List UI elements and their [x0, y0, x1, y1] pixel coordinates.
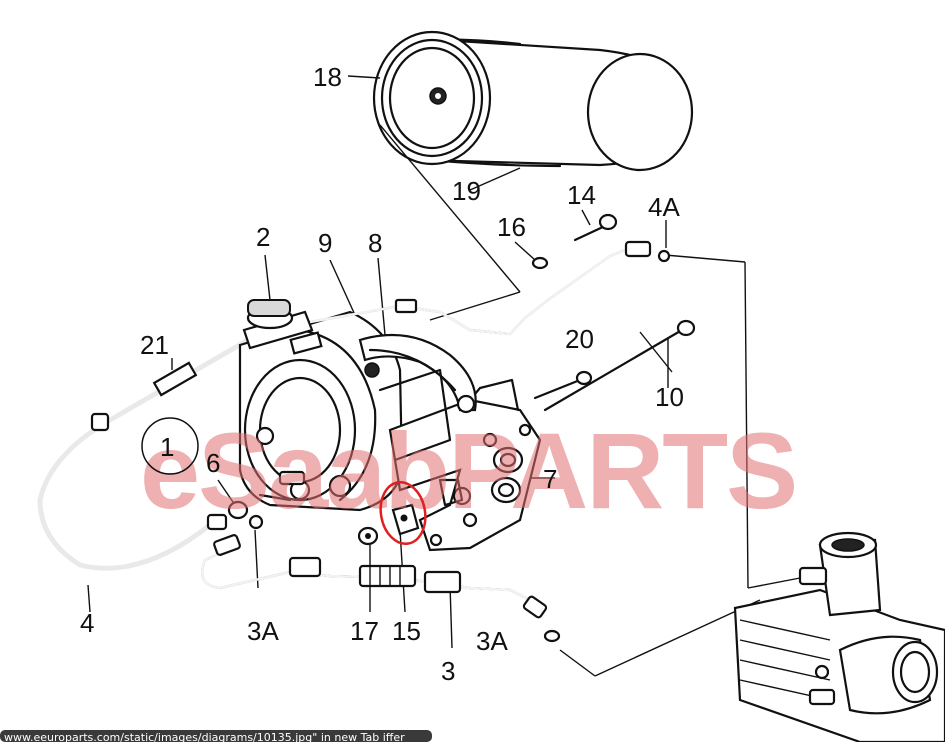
- highlight-ring-part-15: [379, 480, 427, 546]
- washer-15-nut-17: [357, 503, 420, 546]
- pulley-belt-assembly: [347, 30, 694, 191]
- callout-19: 19: [452, 176, 481, 206]
- pressure-hose-3: [200, 500, 561, 643]
- callout-3a-left: 3A: [247, 616, 279, 646]
- callout-3: 3: [441, 656, 455, 686]
- callout-17: 17: [350, 616, 379, 646]
- callout-10: 10: [655, 382, 684, 412]
- callout-15: 15: [392, 616, 421, 646]
- status-url-bar: www.eeuroparts.com/static/images/diagram…: [0, 730, 432, 742]
- callout-9: 9: [318, 228, 332, 258]
- callout-20: 20: [565, 324, 594, 354]
- callout-4: 4: [80, 608, 94, 638]
- callout-labels: 1 2 3 3A 3A 4 4A 6 7 8 9 10 14 15 16 17 …: [80, 62, 684, 686]
- mounting-bracket: [358, 333, 542, 552]
- long-bolts-10-20: [533, 319, 696, 412]
- leader-lines: [87, 124, 801, 677]
- callout-2: 2: [256, 222, 270, 252]
- callout-8: 8: [368, 228, 382, 258]
- callout-14: 14: [567, 180, 596, 210]
- steering-gear-housing: [733, 531, 945, 742]
- pressure-line-14-16: [308, 213, 671, 336]
- pump-body: [238, 299, 404, 512]
- return-hose-4-21: [37, 337, 251, 571]
- callout-1: 1: [160, 432, 174, 462]
- callout-7: 7: [543, 464, 557, 494]
- callout-18: 18: [313, 62, 342, 92]
- watermark-text: eSaabPARTS: [140, 410, 796, 531]
- callout-16: 16: [497, 212, 526, 242]
- callout-circle-1: [141, 417, 199, 475]
- status-url-text: www.eeuroparts.com/static/images/diagram…: [4, 731, 405, 742]
- callout-3a-right: 3A: [476, 626, 508, 656]
- callout-4a: 4A: [648, 192, 680, 222]
- callout-21: 21: [140, 330, 169, 360]
- callout-6: 6: [206, 448, 220, 478]
